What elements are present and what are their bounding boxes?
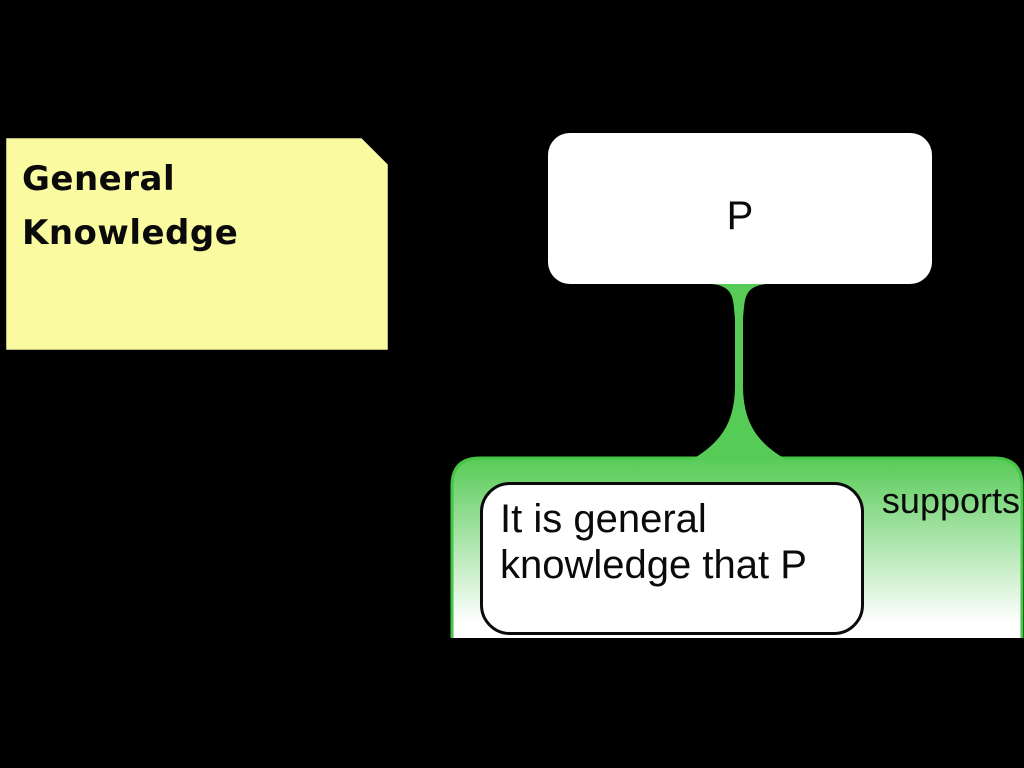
sticky-note-shape[interactable] [3,135,391,353]
claim-node-line: It is general [500,497,707,541]
hypothesis-node-label: P [726,194,754,238]
supports-connector[interactable] [691,284,787,460]
sticky-note-text: General Knowledge [22,152,362,260]
support-group-label: supports [881,480,1020,521]
hypothesis-node[interactable]: P [548,133,932,284]
claim-node-line: knowledge that P [500,543,807,587]
sticky-note-line: General [22,159,176,199]
claim-node[interactable]: It is general knowledge that P [480,482,864,635]
sticky-note-line: Knowledge [22,213,239,253]
